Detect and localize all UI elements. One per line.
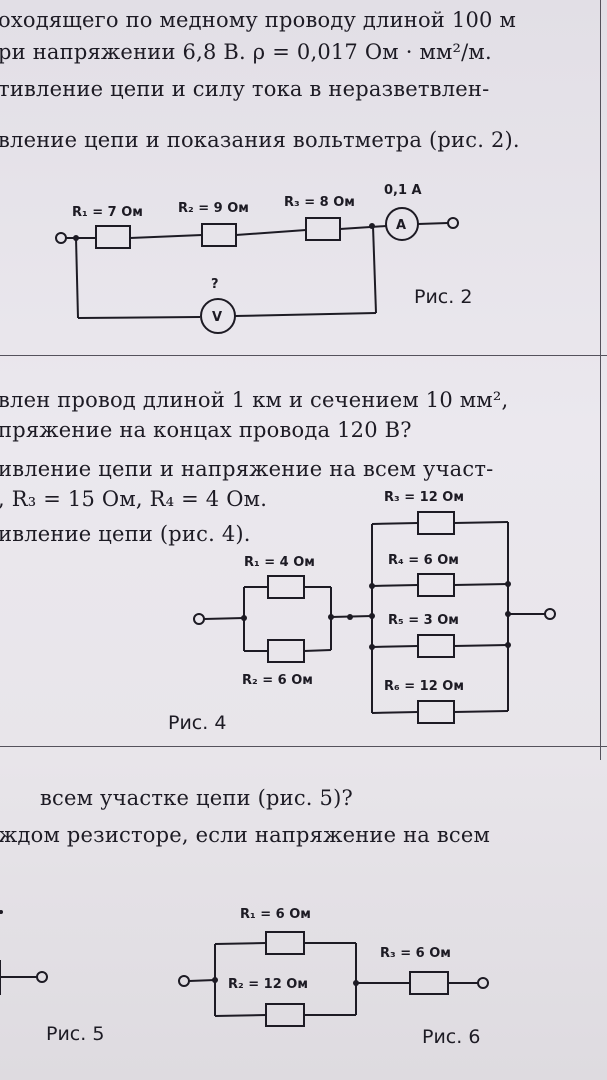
fig4-r4-label: R₄ = 6 Ом — [388, 553, 459, 568]
fig4-r3-label: R₃ = 12 Ом — [384, 490, 464, 505]
problem1-line1: оходящего по медному проводу длиной 100 … — [0, 8, 516, 32]
problem4-line3: ивление цепи (рис. 4). — [0, 522, 251, 546]
fig6-r3-label: R₃ = 6 Ом — [380, 946, 451, 961]
problem3-line2: пряжение на концах провода 120 В? — [0, 418, 412, 442]
problem4-line2: , R₃ = 15 Ом, R₄ = 4 Ом. — [0, 487, 268, 511]
problem4-line1: ивление цепи и напряжение на всем участ- — [0, 457, 494, 481]
fig4-r6-label: R₆ = 12 Ом — [384, 679, 464, 694]
problem1-line2: ри напряжении 6,8 В. ρ = 0,017 Ом · мм²/… — [0, 40, 492, 64]
fig2-ammeter-reading: 0,1 А — [384, 183, 422, 198]
fig4-r5-label: R₅ = 3 Ом — [388, 613, 459, 628]
section-divider-1 — [0, 355, 607, 356]
fig4-caption: Рис. 4 — [168, 712, 226, 734]
problem3-line1: влен провод длиной 1 км и сечением 10 мм… — [0, 388, 509, 412]
fig6-caption: Рис. 6 — [422, 1026, 480, 1048]
frame-right-border — [600, 0, 601, 760]
problem5-line1: всем участке цепи (рис. 5)? — [40, 786, 353, 810]
problem2-line1: вление цепи и показания вольтметра (рис.… — [0, 128, 520, 152]
fig5-caption: Рис. 5 — [46, 1023, 104, 1045]
problem5-line2: ждом резисторе, если напряжение на всем — [0, 823, 491, 847]
fig4-r2-label: R₂ = 6 Ом — [242, 673, 313, 688]
fig2-ammeter-symbol: A — [396, 218, 406, 233]
fig2-r2-label: R₂ = 9 Ом — [178, 201, 249, 216]
fig6-r2-label: R₂ = 12 Ом — [228, 977, 308, 992]
fig2-r3-label: R₃ = 8 Ом — [284, 195, 355, 210]
fig2-caption: Рис. 2 — [414, 286, 472, 308]
fig2-r1-label: R₁ = 7 Ом — [72, 205, 143, 220]
problem1-line3: тивление цепи и силу тока в неразветвлен… — [0, 77, 490, 101]
fig2-voltmeter-reading: ? — [211, 277, 219, 292]
fig2-voltmeter-symbol: V — [212, 310, 222, 325]
fig4-r1-label: R₁ = 4 Ом — [244, 555, 315, 570]
fig6-r1-label: R₁ = 6 Ом — [240, 907, 311, 922]
section-divider-2 — [0, 746, 607, 747]
